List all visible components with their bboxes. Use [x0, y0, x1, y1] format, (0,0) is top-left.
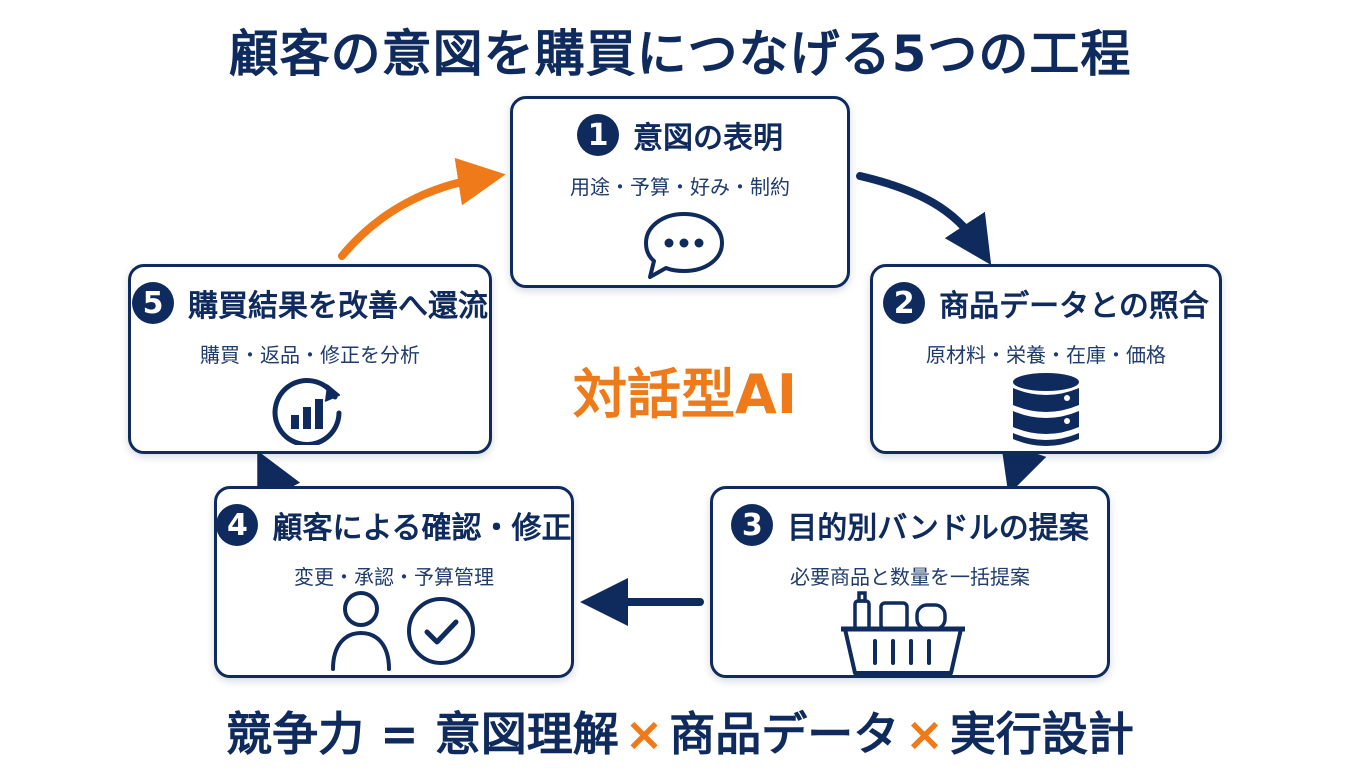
formula-term-1: 競争力 = 意図理解	[226, 707, 619, 761]
step-1-title: 意図の表明	[633, 121, 783, 156]
formula-term-2: 商品データ	[669, 707, 900, 761]
competitiveness-formula: 競争力 = 意図理解×商品データ×実行設計	[0, 698, 1360, 764]
step-1-number: 1	[577, 114, 619, 156]
step-1-subtitle: 用途・予算・好み・制約	[570, 175, 790, 199]
page-title: 顧客の意図を購買につなげる5つの工程	[228, 25, 1132, 83]
formula-term-3: 実行設計	[949, 707, 1134, 761]
step-3-title: 目的別バンドルの提案	[787, 511, 1089, 546]
user-check-icon	[331, 591, 475, 671]
arrow-5-to-1	[338, 157, 506, 260]
step-3-subtitle: 必要商品と数量を一括提案	[790, 565, 1030, 589]
times-sign-1: ×	[624, 707, 664, 761]
step-4-number: 4	[216, 504, 259, 546]
step-4-card: 4 顧客による確認・修正 変更・承認・予算管理	[214, 486, 574, 678]
step-2-title: 商品データとの照合	[939, 289, 1209, 324]
arrow-1-to-2	[856, 172, 992, 266]
step-5-subtitle: 購買・返品・修正を分析	[200, 343, 420, 367]
step-1-card: 1 意図の表明 用途・予算・好み・制約	[510, 96, 850, 288]
step-5-number: 5	[132, 282, 174, 324]
shopping-basket-icon	[841, 591, 965, 675]
speech-bubble-icon	[644, 212, 724, 279]
step-3-number: 3	[731, 504, 774, 546]
step-2-subtitle: 原材料・栄養・在庫・価格	[926, 343, 1166, 367]
step-2-card: 2 商品データとの照合 原材料・栄養・在庫・価格	[870, 264, 1222, 454]
step-3-card: 3 目的別バンドルの提案 必要商品と数量を一括提案	[710, 486, 1110, 678]
center-label: 対話型AI	[573, 363, 797, 426]
refresh-chart-icon	[272, 378, 342, 445]
times-sign-2: ×	[905, 707, 944, 761]
step-4-title: 顧客による確認・修正	[272, 511, 572, 546]
step-5-card: 5 購買結果を改善へ還流 購買・返品・修正を分析	[128, 264, 492, 454]
step-4-subtitle: 変更・承認・予算管理	[294, 565, 494, 589]
step-5-title: 購買結果を改善へ還流	[188, 289, 488, 324]
step-2-number: 2	[883, 282, 926, 324]
database-icon	[1013, 373, 1079, 446]
arrow-4-to-5	[257, 450, 301, 505]
arrow-2-to-3	[1000, 441, 1047, 495]
